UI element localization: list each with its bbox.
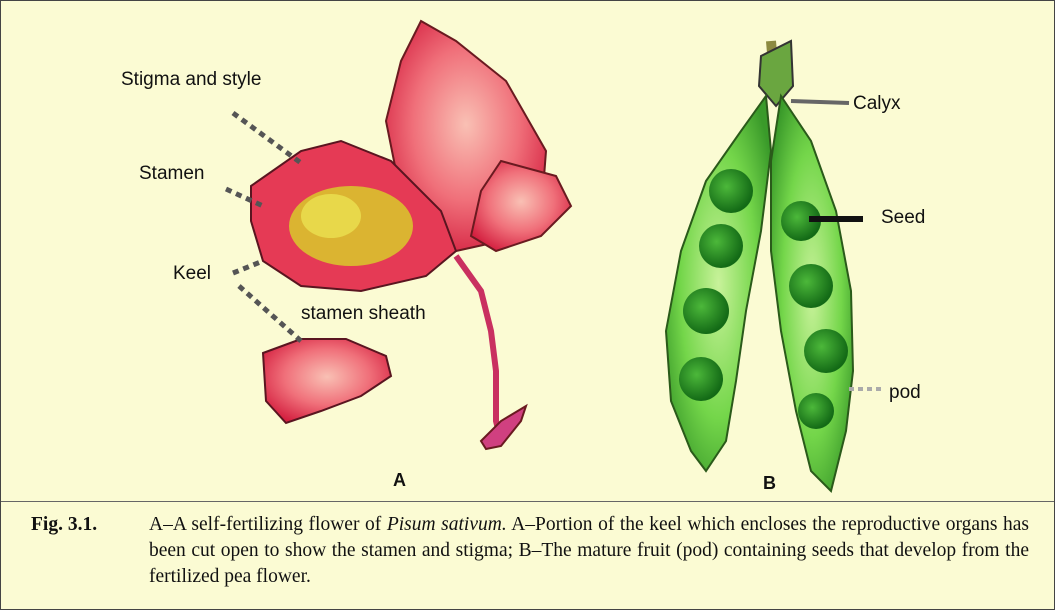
pointer-stigma: [233, 113, 301, 163]
pointer-calyx: [791, 101, 849, 103]
figure-number: Fig. 3.1.: [31, 512, 97, 538]
pod-calyx: [759, 41, 793, 106]
caption-species: Pisum sativum.: [387, 514, 507, 535]
label-calyx: Calyx: [853, 93, 901, 115]
pointer-keel: [233, 261, 263, 273]
label-pod: pod: [889, 382, 921, 404]
figure-caption: Fig. 3.1. A–A self-fertilizing flower of…: [1, 501, 1054, 610]
label-keel: Keel: [173, 263, 211, 285]
pea-flower: [251, 21, 571, 449]
pea-pod: [666, 41, 853, 491]
label-stamen: Stamen: [139, 163, 204, 185]
stamen-sheath-piece: [263, 339, 391, 423]
caption-prefix: A–A self-fertilizing flower of: [149, 514, 387, 535]
pod-left: [666, 96, 771, 471]
flower-calyx: [481, 406, 526, 449]
panel-label-a: A: [393, 470, 406, 491]
flower-stalk: [456, 256, 501, 441]
pointer-sheath: [239, 286, 301, 341]
caption-text: A–A self-fertilizing flower of Pisum sat…: [149, 512, 1029, 590]
label-stigma-style: Stigma and style: [121, 69, 261, 91]
pea-diagram: Stigma and style Stamen Keel stamen shea…: [1, 1, 1054, 501]
panel-label-b: B: [763, 473, 776, 494]
label-stamen-sheath: stamen sheath: [301, 303, 426, 325]
label-seed: Seed: [881, 207, 925, 229]
